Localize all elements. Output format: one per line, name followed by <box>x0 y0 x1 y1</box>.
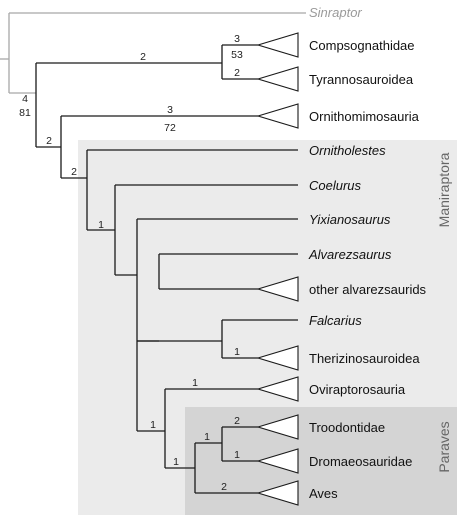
orn-bremer: 3 <box>167 104 173 116</box>
clade-triangles <box>256 32 299 506</box>
node4-bremer: 1 <box>98 219 104 231</box>
taxon-ornitholestes: Ornitholestes <box>309 143 386 158</box>
troodontidae-bremer: 2 <box>234 415 240 427</box>
root-bootstrap: 81 <box>19 107 31 119</box>
taxon-labels: Sinraptor Compsognathidae Tyrannosauroid… <box>308 5 427 501</box>
orn-bootstrap: 72 <box>164 122 176 134</box>
aves-bremer: 2 <box>221 481 227 493</box>
tyrannosauroidea-triangle <box>256 66 299 92</box>
taxon-coelurus: Coelurus <box>309 178 362 193</box>
tree-branches <box>35 44 298 494</box>
compsognathidae-triangle <box>256 32 299 58</box>
taxon-yixianosaurus: Yixianosaurus <box>309 212 391 227</box>
taxon-alvarezsaurus: Alvarezsaurus <box>308 247 392 262</box>
taxon-ornithomimosauria: Ornithomimosauria <box>309 109 420 124</box>
theriz-bremer: 1 <box>234 346 240 358</box>
tyr-comp-bremer: 2 <box>140 51 146 63</box>
comp-bremer: 3 <box>234 33 240 45</box>
dromaeosauridae-bremer: 1 <box>234 449 240 461</box>
oviraptorosauria-triangle <box>256 376 299 402</box>
taxon-falcarius: Falcarius <box>309 313 362 328</box>
dromaeosauridae-triangle <box>256 448 299 474</box>
taxon-tyrannosauroidea: Tyrannosauroidea <box>309 72 414 87</box>
outgroup-branches <box>0 12 306 94</box>
pennaraptora-bremer: 1 <box>150 419 156 431</box>
node3-bremer: 2 <box>71 166 77 178</box>
comp-bootstrap: 53 <box>231 49 243 61</box>
tyr-bremer: 2 <box>234 67 240 79</box>
taxon-compsognathidae: Compsognathidae <box>309 38 415 53</box>
aves-triangle <box>256 480 299 506</box>
troodontidae-triangle <box>256 414 299 440</box>
taxon-aves: Aves <box>309 486 338 501</box>
paraves-bremer: 1 <box>173 456 179 468</box>
taxon-troodontidae: Troodontidae <box>309 420 385 435</box>
clade-label-maniraptora: Maniraptora <box>436 152 452 227</box>
clade-label-paraves: Paraves <box>436 421 452 472</box>
eumaniraptora-bremer: 1 <box>204 431 210 443</box>
taxon-therizinosauroidea: Therizinosauroidea <box>309 351 420 366</box>
node2-bremer: 2 <box>46 135 52 147</box>
ornithomimosauria-triangle <box>256 103 299 129</box>
taxon-dromaeosauridae: Dromaeosauridae <box>309 454 412 469</box>
ovir-bremer: 1 <box>192 377 198 389</box>
support-values: 4 81 2 3 53 2 3 72 2 2 1 1 1 1 1 1 2 1 2 <box>19 33 243 493</box>
therizinosauroidea-triangle <box>256 345 299 371</box>
taxon-oviraptorosauria: Oviraptorosauria <box>309 382 406 397</box>
taxon-sinraptor: Sinraptor <box>309 5 362 20</box>
root-bremer: 4 <box>22 93 28 105</box>
other-alvarezsaurids-triangle <box>256 276 299 302</box>
taxon-other-alvarezsaurids: other alvarezsaurids <box>309 282 427 297</box>
